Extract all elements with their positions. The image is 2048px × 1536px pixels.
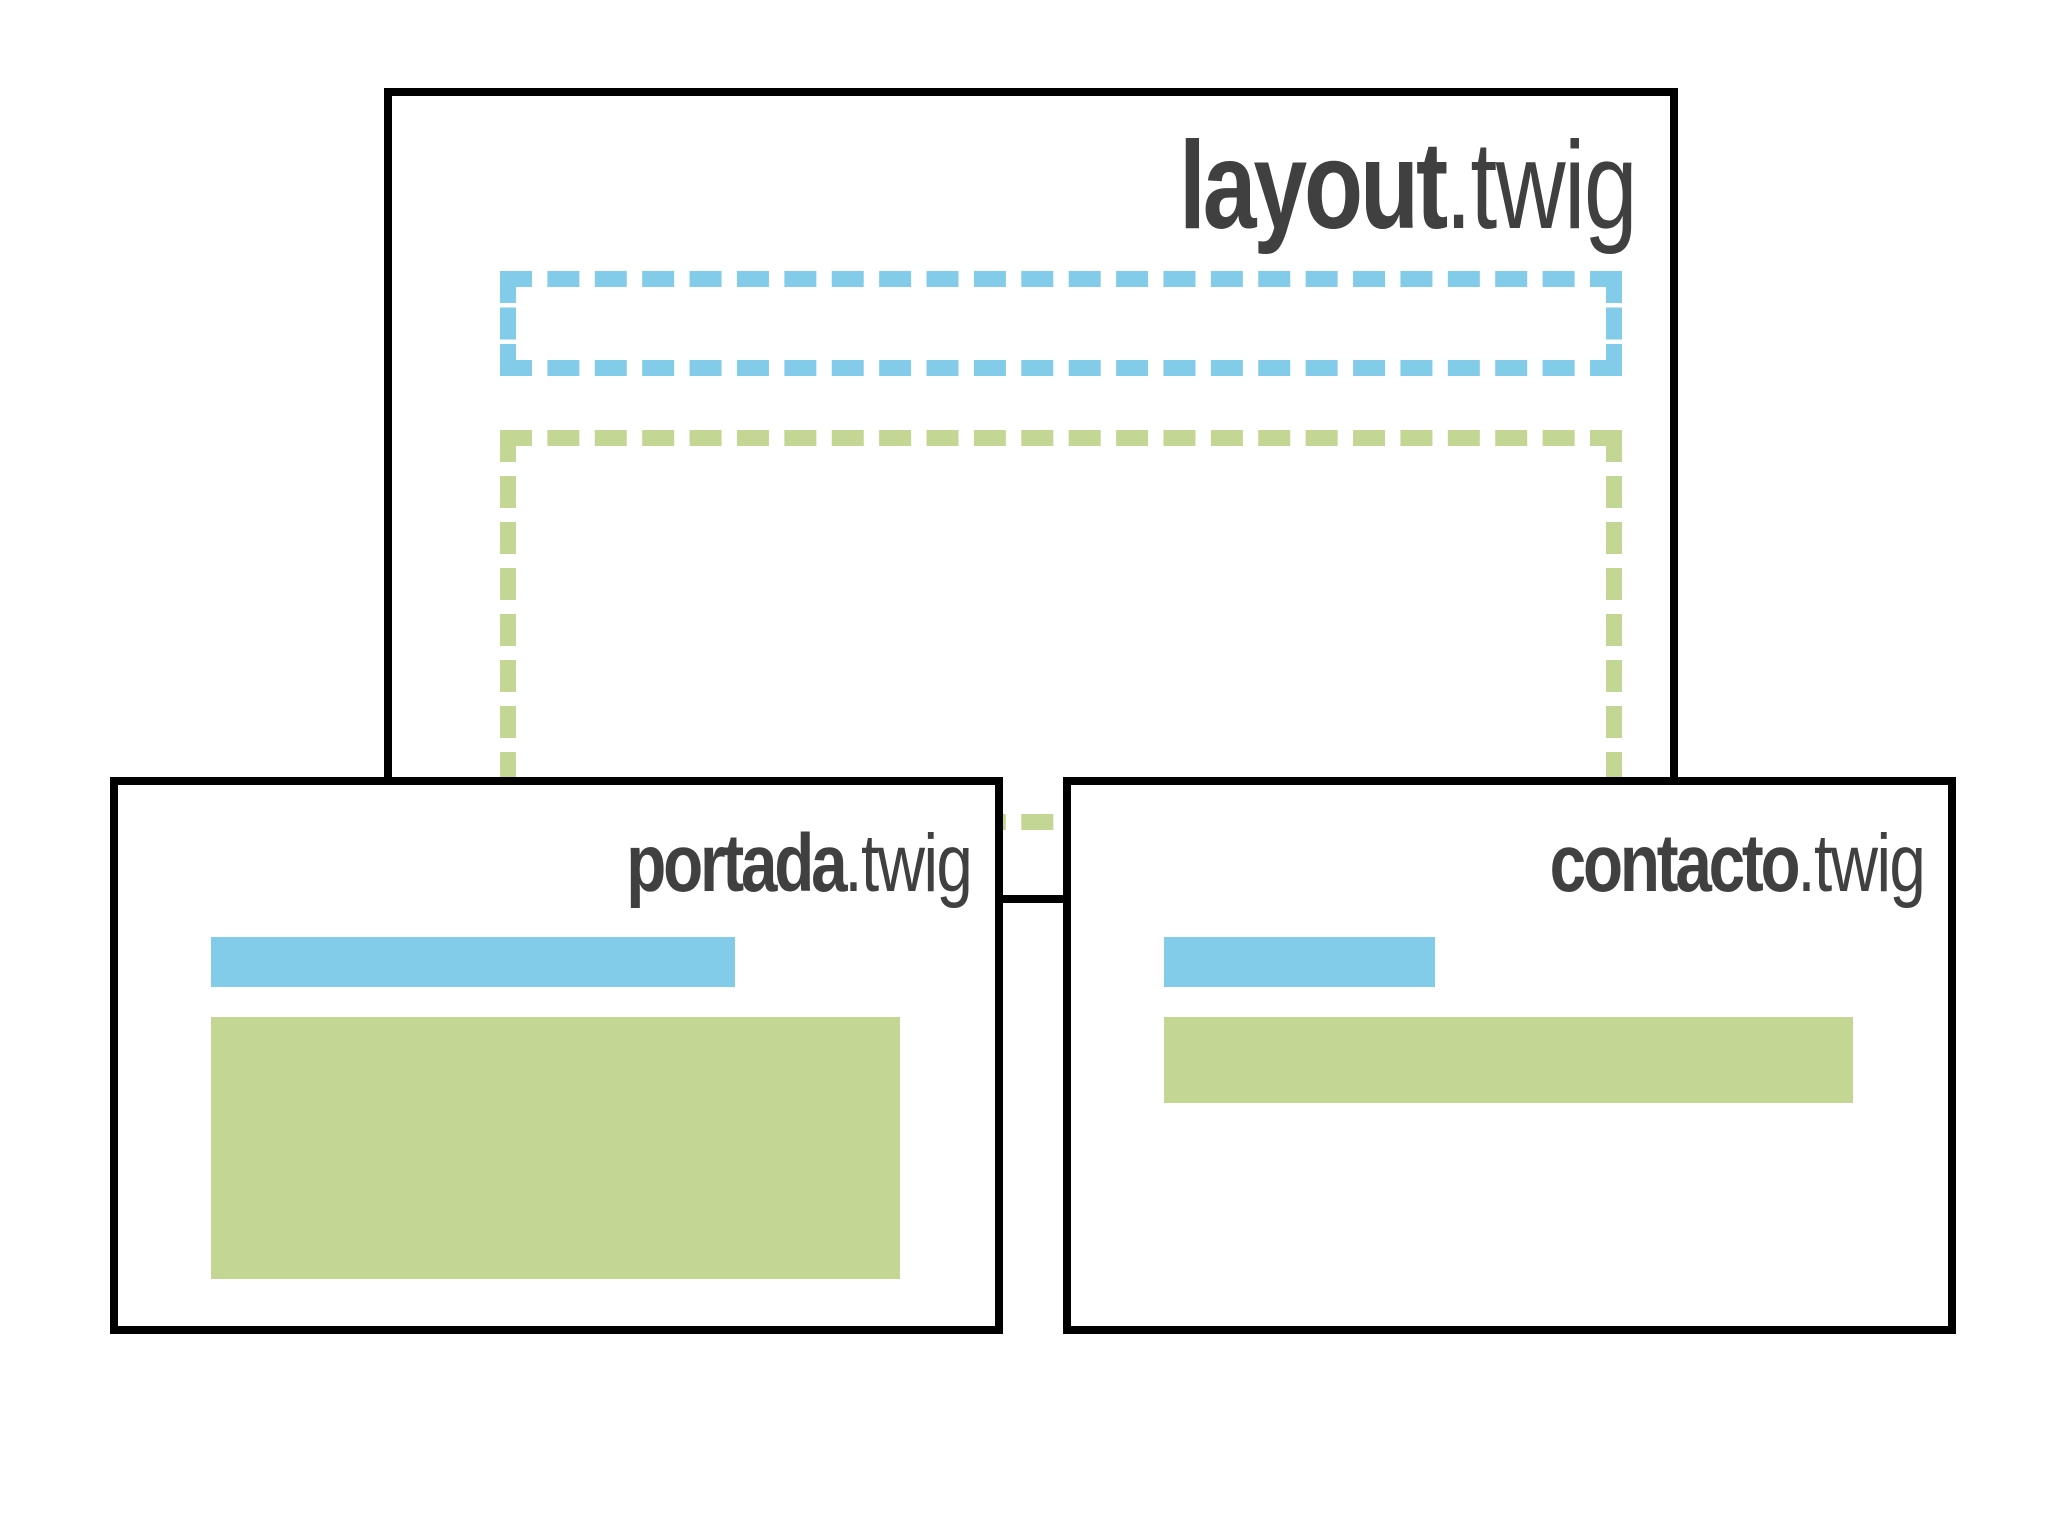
- contacto-title: contacto.twig: [1549, 823, 1925, 905]
- portada-content-block: [211, 1017, 900, 1279]
- contacto-title-ext: .twig: [1797, 818, 1925, 909]
- portada-title: portada.twig: [626, 823, 973, 905]
- portada-header-block: [211, 937, 735, 987]
- portada-title-name: portada: [625, 818, 847, 909]
- layout-title: layout.twig: [1179, 124, 1638, 248]
- contacto-content-block: [1164, 1017, 1853, 1103]
- portada-title-ext: .twig: [844, 818, 972, 909]
- layout-content-block-placeholder: [500, 430, 1622, 830]
- layout-title-ext: .twig: [1444, 117, 1638, 255]
- contacto-title-name: contacto: [1549, 818, 1800, 909]
- portada-template-box: portada.twig: [110, 777, 1003, 1334]
- layout-header-block-placeholder: [500, 271, 1622, 376]
- contacto-header-block: [1164, 937, 1435, 987]
- contacto-template-box: contacto.twig: [1063, 777, 1956, 1334]
- layout-title-name: layout: [1178, 117, 1448, 255]
- layout-template-box: layout.twig: [384, 88, 1678, 903]
